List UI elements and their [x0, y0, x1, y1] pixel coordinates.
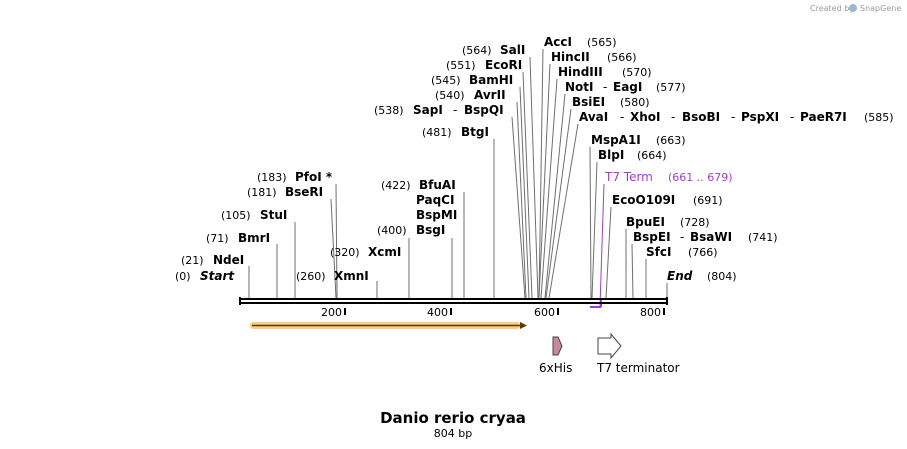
site-sali[interactable]: (564)SalI — [462, 43, 525, 57]
site-bspei[interactable]: BspEI-BsaWI(741) — [633, 230, 778, 244]
site-end[interactable]: End(804) — [667, 269, 737, 283]
site-hindiii[interactable]: HindIII(570) — [558, 65, 652, 79]
site-noti[interactable]: NotI-EagI(577) — [565, 80, 686, 94]
his-tag-feature[interactable]: 6xHis — [539, 336, 572, 375]
map-title: Danio rerio cryaa — [380, 409, 526, 427]
snapgene-watermark: Created by SnapGene — [810, 4, 901, 13]
t7-terminator-feature[interactable]: T7 terminator — [596, 332, 680, 375]
site-blpi[interactable]: BlpI(664) — [598, 148, 667, 162]
site-bpuei[interactable]: BpuEI(728) — [626, 215, 710, 229]
site-avai[interactable]: AvaI-XhoI-BsoBI-PspXI-PaeR7I(585) — [579, 110, 894, 124]
left-labels: (0)Start (21)NdeI (71)BmrI (105)StuI (18… — [175, 43, 525, 283]
tick-label-400: 400 — [427, 306, 448, 319]
site-ecori[interactable]: (551)EcoRI — [446, 58, 522, 72]
snapgene-logo-icon — [849, 4, 857, 12]
site-bsgi[interactable]: (400)BsgI — [377, 223, 445, 237]
orf-arrow[interactable] — [250, 322, 527, 329]
site-acci[interactable]: AccI(565) — [544, 35, 617, 49]
site-bmri[interactable]: (71)BmrI — [206, 231, 270, 245]
site-ecoo109i[interactable]: EcoO109I(691) — [612, 193, 723, 207]
ruler: 200 400 600 800 — [321, 306, 665, 319]
site-xcmi[interactable]: (320)XcmI — [330, 245, 401, 259]
his-tag-label: 6xHis — [539, 361, 572, 375]
t7-terminator-label: T7 terminator — [596, 361, 680, 375]
tick-label-800: 800 — [640, 306, 661, 319]
sequence-backbone — [239, 297, 668, 305]
site-btgi[interactable]: (481)BtgI — [422, 125, 489, 139]
feature-t7-term[interactable]: T7 Term(661 .. 679) — [604, 170, 733, 184]
site-bseri[interactable]: (181)BseRI — [247, 185, 323, 199]
site-pfoi[interactable]: (183)PfoI * — [257, 170, 333, 184]
site-bamhi[interactable]: (545)BamHI — [431, 73, 513, 87]
site-hincii[interactable]: HincII(566) — [551, 50, 637, 64]
watermark-brand: SnapGene — [860, 4, 901, 13]
site-sfci[interactable]: SfcI(766) — [646, 245, 718, 259]
right-labels: AccI(565) HincII(566) HindIII(570) NotI-… — [544, 35, 894, 283]
tick-label-600: 600 — [534, 306, 555, 319]
map-length: 804 bp — [434, 427, 472, 440]
t7-terminator-arrow-icon — [597, 332, 622, 360]
site-xmni[interactable]: (260)XmnI — [296, 269, 369, 283]
site-ndei[interactable]: (21)NdeI — [181, 253, 244, 267]
site-bfuai[interactable]: (422)BfuAI — [381, 178, 456, 192]
leader-lines — [248, 48, 668, 299]
site-stui[interactable]: (105)StuI — [221, 208, 287, 222]
site-sapi[interactable]: (538)SapI-BspQI — [374, 103, 504, 117]
site-paqci[interactable]: PaqCI — [416, 193, 454, 207]
site-bsiei[interactable]: BsiEI(580) — [572, 95, 650, 109]
site-avrii[interactable]: (540)AvrII — [435, 88, 506, 102]
site-start[interactable]: (0)Start — [175, 269, 235, 283]
watermark-prefix: Created by — [810, 4, 854, 13]
his-tag-arrow-icon — [552, 336, 563, 356]
site-bspmi[interactable]: BspMI — [416, 208, 457, 222]
tick-label-200: 200 — [321, 306, 342, 319]
site-mspa1i[interactable]: MspA1I(663) — [591, 133, 686, 147]
